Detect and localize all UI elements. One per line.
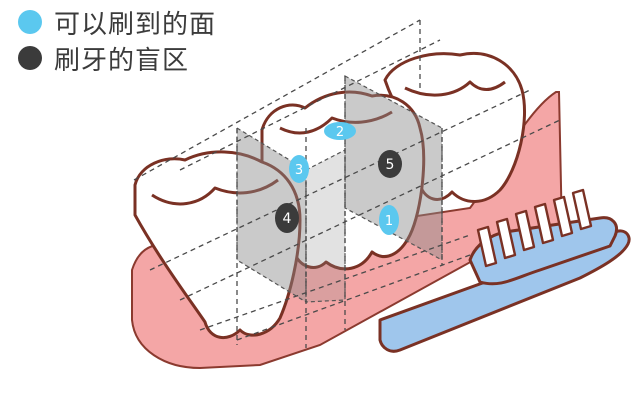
marker-reachable-3: 3 <box>289 155 309 183</box>
marker-blind-4: 4 <box>275 203 299 233</box>
marker-2-label: 2 <box>336 125 344 140</box>
tooth-left <box>133 150 302 339</box>
toothbrush <box>378 188 631 353</box>
marker-1-label: 1 <box>385 214 393 229</box>
tooth-right-groove <box>404 80 506 97</box>
legend-label-blind: 刷牙的盲区 <box>54 45 190 76</box>
legend-label-reachable: 可以刷到的面 <box>54 9 217 40</box>
legend: 可以刷到的面 刷牙的盲区 <box>18 4 216 76</box>
plane-middle <box>305 149 346 303</box>
marker-blind-5: 5 <box>378 150 402 178</box>
marker-5-label: 5 <box>386 157 395 173</box>
marker-reachable-1: 1 <box>379 205 399 235</box>
tooth-middle-groove <box>279 110 393 135</box>
marker-4-label: 4 <box>283 211 292 227</box>
marker-reachable-2: 2 <box>324 122 356 140</box>
tooth-left-groove <box>151 178 279 206</box>
marker-3-label: 3 <box>295 163 303 178</box>
legend-item-reachable: 可以刷到的面 <box>18 4 216 40</box>
teeth <box>133 52 526 339</box>
legend-item-blind: 刷牙的盲区 <box>18 40 216 76</box>
surface-markers: 2 3 5 1 4 <box>275 122 402 235</box>
toothbrush-bristles <box>476 188 593 268</box>
reachable-dot-icon <box>18 10 42 34</box>
blind-dot-icon <box>18 46 42 70</box>
